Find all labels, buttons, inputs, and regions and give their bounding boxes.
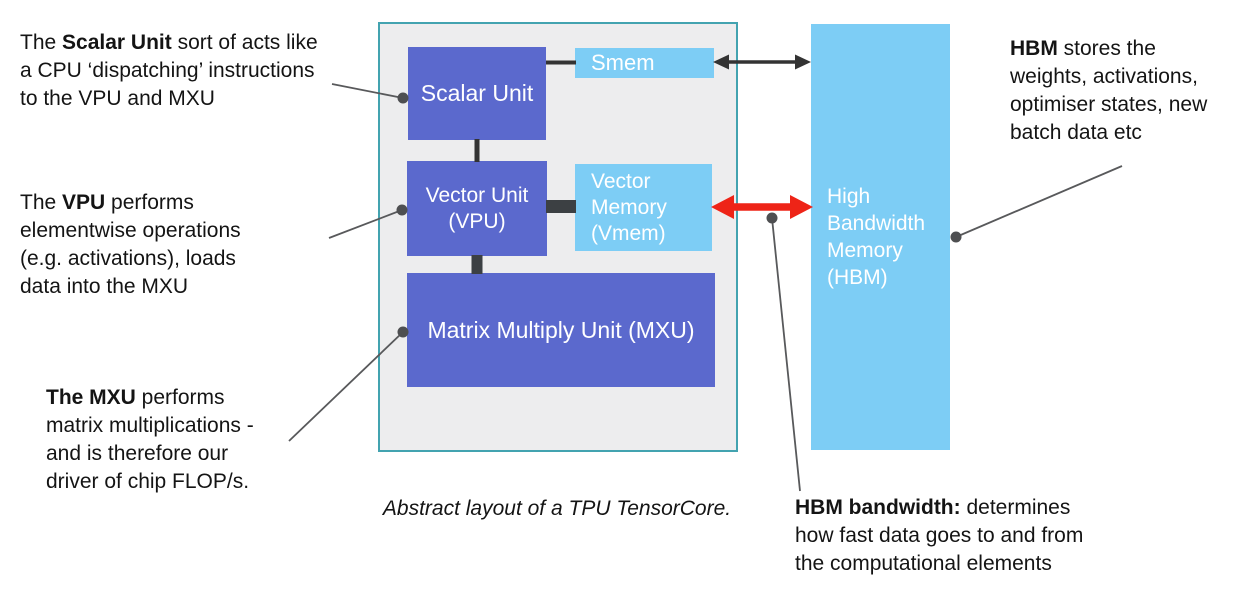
annotation-vpu-post: performs elementwise operations (e.g. ac… bbox=[20, 191, 241, 298]
annotation-hbm-bandwidth-bold: HBM bandwidth: bbox=[795, 496, 961, 519]
annotation-scalar-unit: The Scalar Unit sort of acts like a CPU … bbox=[20, 29, 330, 113]
hbm-node: High Bandwidth Memory (HBM) bbox=[811, 24, 950, 450]
vector-unit-label: Vector Unit (VPU) bbox=[425, 183, 529, 233]
annotation-vpu-bold: VPU bbox=[62, 191, 106, 214]
annotation-hbm: HBM stores the weights, activations, opt… bbox=[1010, 35, 1228, 147]
annotation-hbm-bandwidth-post: determines how fast data goes to and fro… bbox=[795, 496, 1084, 575]
annotation-hbm-bold: HBM bbox=[1010, 37, 1058, 60]
vector-memory-label: Vector Memory (Vmem) bbox=[591, 169, 667, 245]
scalar-unit-label: Scalar Unit bbox=[420, 80, 534, 106]
annotation-hbm-bandwidth: HBM bandwidth: determines how fast data … bbox=[795, 494, 1085, 578]
annotation-hbm-post: stores the weights, activations, optimis… bbox=[1010, 37, 1208, 144]
annotation-scalar-unit-post: sort of acts like a CPU ‘dispatching’ in… bbox=[20, 31, 318, 110]
leader-dot-hbm bbox=[950, 231, 962, 243]
smem-node: Smem bbox=[575, 48, 714, 78]
mxu-label: Matrix Multiply Unit (MXU) bbox=[427, 316, 695, 343]
scalar-unit-node: Scalar Unit bbox=[408, 47, 546, 140]
annotation-mxu-bold: The MXU bbox=[46, 386, 136, 409]
mxu-node: Matrix Multiply Unit (MXU) bbox=[407, 273, 715, 387]
hbm-label: High Bandwidth Memory (HBM) bbox=[827, 185, 926, 289]
vector-unit-node: Vector Unit (VPU) bbox=[407, 161, 547, 256]
leader-hbm-bandwidth bbox=[766, 212, 801, 492]
vector-memory-node: Vector Memory (Vmem) bbox=[575, 164, 712, 251]
annotation-vpu: The VPU performs elementwise operations … bbox=[20, 189, 260, 301]
annotation-vpu-pre: The bbox=[20, 191, 63, 214]
leader-dot-hbm-bandwidth bbox=[766, 212, 778, 224]
diagram-caption: Abstract layout of a TPU TensorCore. bbox=[382, 497, 732, 520]
leader-hbm bbox=[950, 165, 1123, 243]
annotation-scalar-unit-bold: Scalar Unit bbox=[62, 31, 172, 54]
annotation-mxu-post: performs matrix multiplications - and is… bbox=[46, 386, 254, 493]
smem-label: Smem bbox=[591, 50, 655, 75]
annotation-scalar-unit-pre: The bbox=[20, 31, 63, 54]
annotation-mxu: The MXU performs matrix multiplications … bbox=[46, 384, 278, 496]
